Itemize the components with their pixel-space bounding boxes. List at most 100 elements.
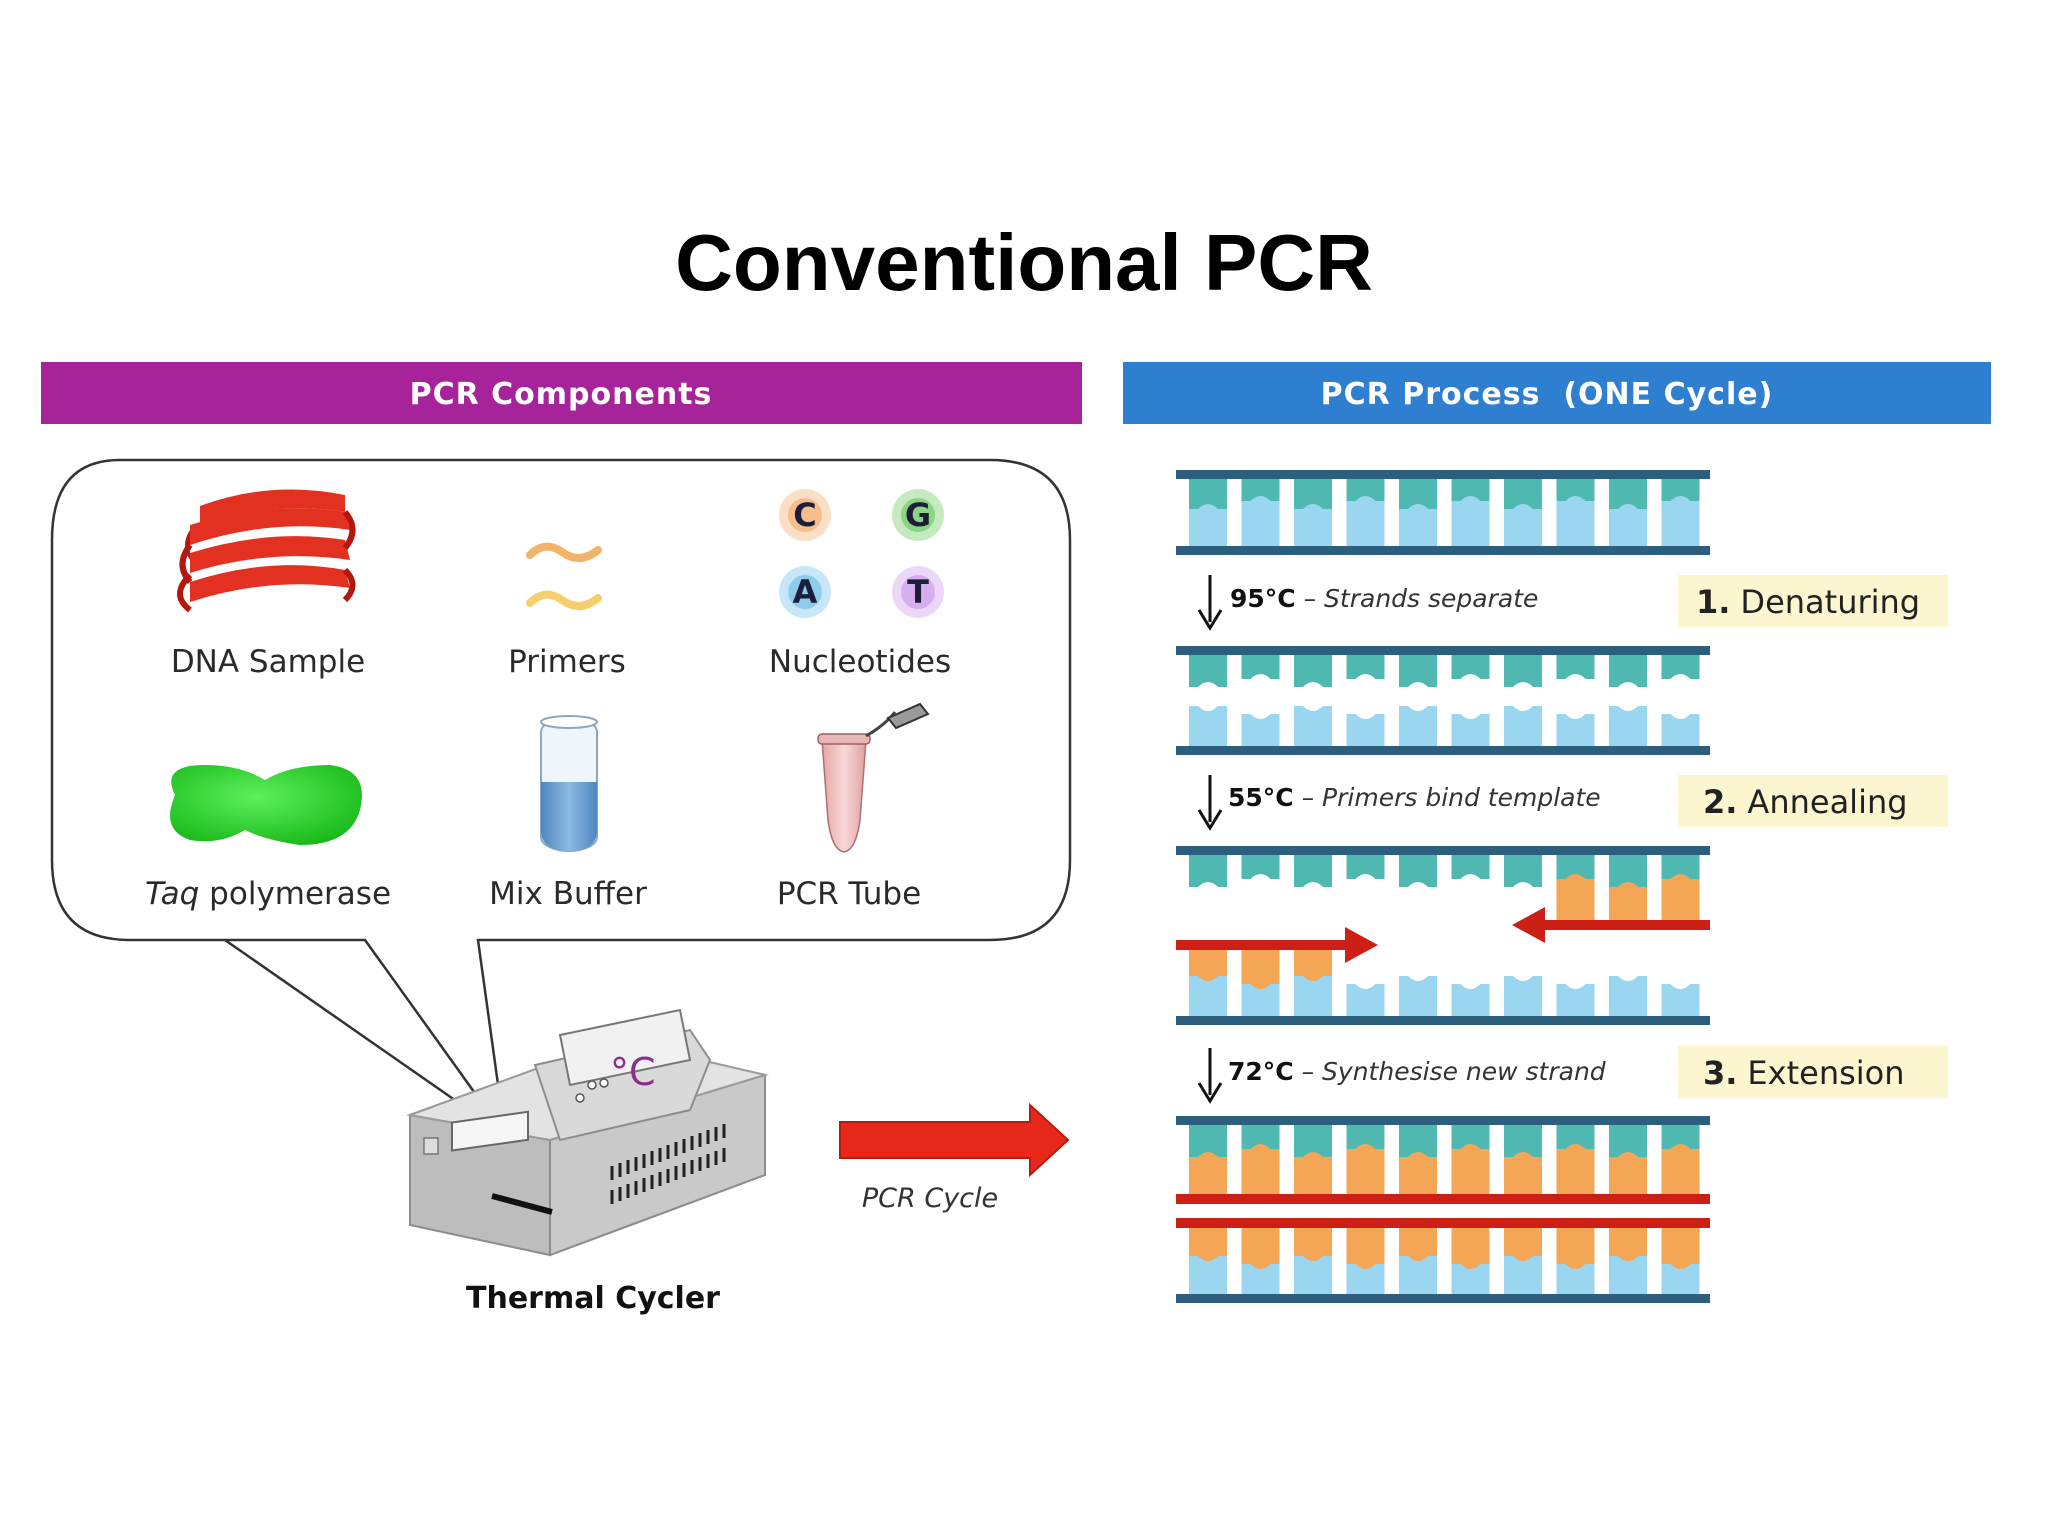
phase-extension-badge — [1678, 1046, 1948, 1098]
base-teal — [1556, 479, 1595, 501]
product2-bottom-backbone — [1176, 1294, 1710, 1303]
taq-polymerase-label: Taq polymerase — [145, 876, 391, 912]
base-light — [1451, 1264, 1490, 1294]
dna-helix-icon — [177, 489, 356, 613]
dna-diagram — [1176, 470, 1710, 1303]
base-light — [1661, 984, 1700, 1016]
down-arrow-icon — [1197, 775, 1223, 831]
components-header: PCR Components — [41, 362, 1082, 424]
base-light — [1451, 984, 1490, 1016]
base-teal — [1556, 655, 1595, 679]
nucleotide-core — [901, 575, 935, 609]
components-header-bar — [41, 362, 1082, 424]
base-teal — [1241, 655, 1280, 679]
base-teal — [1294, 1125, 1332, 1157]
base-light — [1294, 1256, 1332, 1294]
process-header-label: PCR Process (ONE Cycle) — [1321, 377, 1774, 412]
process-header: PCR Process (ONE Cycle) — [1123, 362, 1991, 424]
base-teal — [1451, 655, 1490, 679]
base-light — [1241, 984, 1280, 1016]
thermal-cycler-icon: °C — [406, 1008, 769, 1257]
base-teal — [1556, 1125, 1595, 1149]
base-teal — [1346, 479, 1385, 501]
base-teal — [1189, 855, 1227, 887]
down-arrow-icon — [1197, 1048, 1223, 1104]
base-light — [1504, 706, 1542, 746]
base-teal — [1504, 479, 1542, 509]
nucleotide-letter: T — [907, 573, 929, 611]
step-denaturing-text: 95°C – Strands separate — [1230, 584, 1538, 613]
product2-new-strand — [1176, 1218, 1710, 1228]
phase-annealing-badge — [1678, 775, 1948, 827]
nucleotide-c-icon: C — [779, 489, 831, 541]
base-light — [1346, 984, 1385, 1016]
base-teal — [1399, 655, 1437, 687]
product1-top-backbone — [1176, 1116, 1710, 1125]
template-bottom-backbone — [1176, 1016, 1710, 1025]
base-light — [1399, 976, 1437, 1016]
base-teal — [1661, 479, 1700, 501]
product1-new-strand — [1176, 1194, 1710, 1204]
process-header-bar — [1123, 362, 1991, 424]
page-title: Conventional PCR — [675, 218, 1373, 307]
base-teal — [1294, 855, 1332, 887]
base-teal — [1346, 1125, 1385, 1149]
base-light — [1241, 1264, 1280, 1294]
base-teal — [1399, 1125, 1437, 1157]
base-light — [1661, 1264, 1700, 1294]
base-teal — [1609, 855, 1647, 887]
nucleotide-letter: A — [793, 573, 818, 611]
base-teal — [1609, 479, 1647, 509]
base-light — [1346, 714, 1385, 746]
thermal-cycler-label: Thermal Cycler — [466, 1281, 720, 1316]
reverse-primer — [1540, 920, 1710, 930]
base-teal — [1609, 655, 1647, 687]
base-light — [1504, 976, 1542, 1016]
forward-primer — [1176, 940, 1346, 950]
phase-extension: 3.Extension — [1703, 1054, 1905, 1092]
nucleotide-core — [788, 575, 822, 609]
base-light — [1451, 714, 1490, 746]
buffer-tube-icon — [540, 715, 598, 852]
base-light — [1346, 1264, 1385, 1294]
base-light — [1556, 1264, 1595, 1294]
base-teal — [1504, 1125, 1542, 1157]
base-light — [1241, 714, 1280, 746]
base-teal — [1504, 655, 1542, 687]
nucleotide-t-icon: T — [892, 566, 944, 618]
nucleotide-g-icon: G — [892, 489, 944, 541]
phase-denaturing: 1.Denaturing — [1696, 583, 1920, 621]
base-teal — [1241, 1125, 1280, 1149]
base-light — [1294, 706, 1332, 746]
base-teal — [1189, 479, 1227, 509]
base-light — [1556, 714, 1595, 746]
base-teal — [1504, 855, 1542, 887]
nucleotides-icon: C G A T — [779, 489, 944, 618]
step-annealing-text: 55°C – Primers bind template — [1228, 783, 1601, 812]
base-light — [1609, 976, 1647, 1016]
down-arrow-icon — [1197, 575, 1223, 631]
base-teal — [1399, 855, 1437, 887]
base-teal — [1189, 1125, 1227, 1157]
base-light — [1504, 1256, 1542, 1294]
forward-primer-head — [1345, 927, 1378, 963]
pcr-cycle-arrow-icon — [839, 1102, 1070, 1178]
nucleotide-a-icon: A — [779, 566, 831, 618]
base-teal — [1294, 655, 1332, 687]
phase-annealing: 2.Annealing — [1703, 783, 1908, 821]
base-teal — [1609, 1125, 1647, 1157]
base-light — [1661, 714, 1700, 746]
base-teal — [1189, 655, 1227, 687]
nucleotide-letter: C — [793, 496, 816, 534]
template-top-backbone — [1176, 846, 1710, 855]
step-denaturing: 95°C – Strands separate 1.Denaturing — [1197, 575, 1948, 631]
base-light — [1399, 1256, 1437, 1294]
base-teal — [1661, 655, 1700, 679]
base-teal — [1451, 855, 1490, 879]
strand-bottom-backbone — [1176, 546, 1710, 555]
pcr-cycle-label: PCR Cycle — [862, 1183, 998, 1214]
base-teal — [1451, 479, 1490, 501]
base-light — [1609, 1256, 1647, 1294]
base-teal — [1294, 479, 1332, 509]
